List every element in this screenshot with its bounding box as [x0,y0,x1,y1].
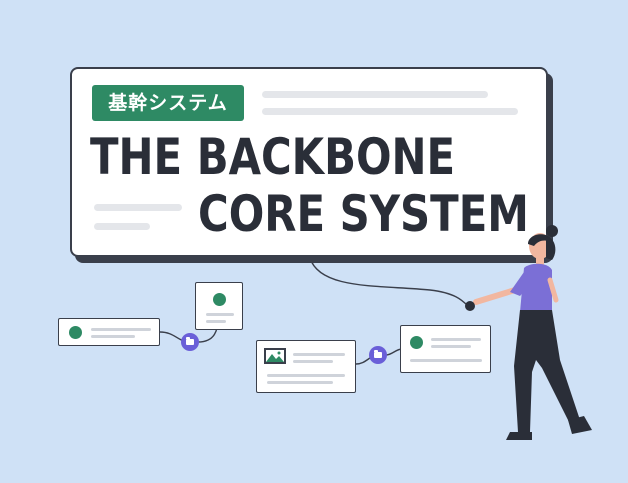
right-info-card [400,325,491,373]
placeholder-line [206,320,226,323]
image-card [256,340,356,393]
placeholder-line [206,313,234,316]
placeholder-line [91,328,151,331]
main-card-connector [309,257,469,307]
headline-card: 基幹システム THE BACKBONE CORE SYSTEM [70,67,548,257]
status-dot-icon [213,293,226,306]
placeholder-line [293,360,333,363]
system-tag: 基幹システム [92,85,244,121]
placeholder-line [293,353,345,356]
folder-icon [186,337,194,345]
placeholder-line [267,381,333,384]
folder-node [369,346,387,364]
placeholder-bar [94,204,182,211]
status-dot-icon [410,336,423,349]
placeholder-line [410,359,482,362]
placeholder-bar [94,223,150,230]
placeholder-line [267,374,345,377]
placeholder-bar [262,91,488,98]
placeholder-line [431,345,471,348]
headline-line-1: THE BACKBONE [90,128,456,186]
placeholder-line [91,335,135,338]
image-icon [264,348,286,364]
headline-line-2: CORE SYSTEM [198,185,529,243]
folder-node [181,333,199,351]
placeholder-line [431,338,481,341]
folder-icon [374,350,382,358]
top-info-card [195,282,243,330]
left-info-card [58,318,160,346]
placeholder-bar [262,108,518,115]
status-dot-icon [69,326,82,339]
